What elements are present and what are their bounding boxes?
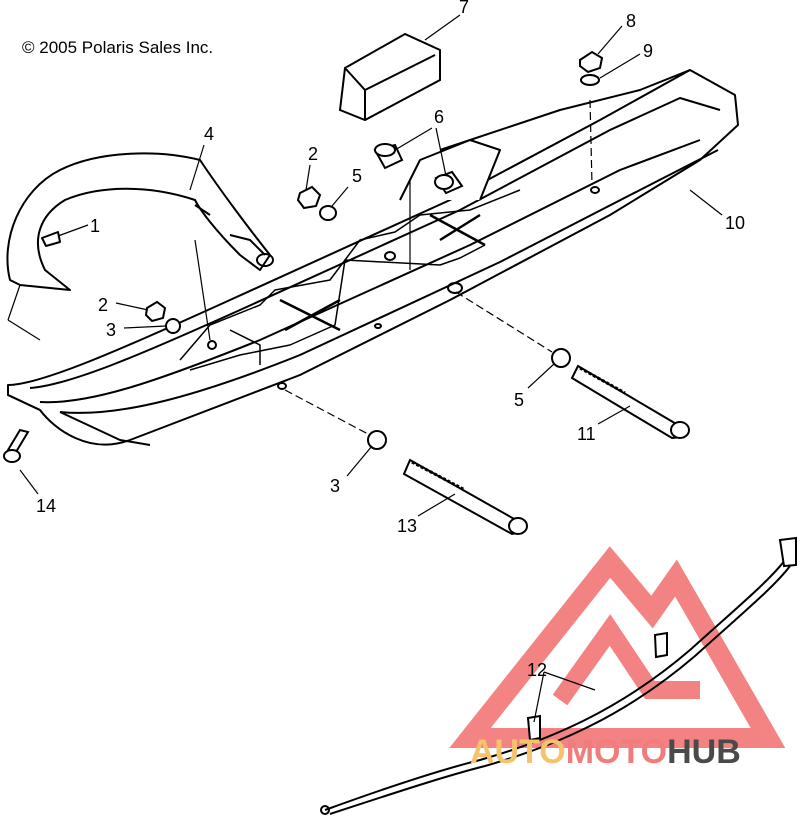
copyright-notice: © 2005 Polaris Sales Inc.	[22, 38, 214, 57]
callout-10: 10	[725, 213, 745, 233]
callout-8: 8	[626, 11, 636, 31]
rubber-pad	[338, 32, 441, 122]
callout-9: 9	[643, 41, 653, 61]
hardware	[3, 50, 690, 536]
ski-body	[6, 69, 739, 446]
callout-1: 1	[90, 216, 100, 236]
leader-lines	[7, 14, 723, 723]
watermark-logo	[449, 546, 786, 748]
callout-7: 7	[459, 0, 469, 17]
watermark-part1: AUTO	[470, 733, 566, 771]
wear-bar	[320, 536, 797, 815]
callout-3-left: 3	[106, 320, 116, 340]
callout-3-lower: 3	[330, 476, 340, 496]
callout-labels: 1 2 3 4 2 5 6 7 8 9 10 5 11 3 13 14 12	[36, 0, 745, 680]
callout-11: 11	[577, 424, 596, 444]
callout-2-left: 2	[98, 295, 108, 315]
callout-14: 14	[36, 496, 56, 516]
callout-13: 13	[397, 516, 417, 536]
callout-5-upper: 5	[352, 166, 362, 186]
watermark-part3: HUB	[667, 733, 741, 771]
watermark-part2: MOTO	[565, 733, 668, 771]
callout-6: 6	[434, 107, 444, 127]
callout-4: 4	[204, 124, 214, 144]
watermark-text: AUTOMOTOHUB	[470, 733, 741, 772]
callout-12: 12	[527, 660, 547, 680]
callout-5-lower: 5	[514, 390, 524, 410]
callout-2-upper: 2	[308, 144, 318, 164]
